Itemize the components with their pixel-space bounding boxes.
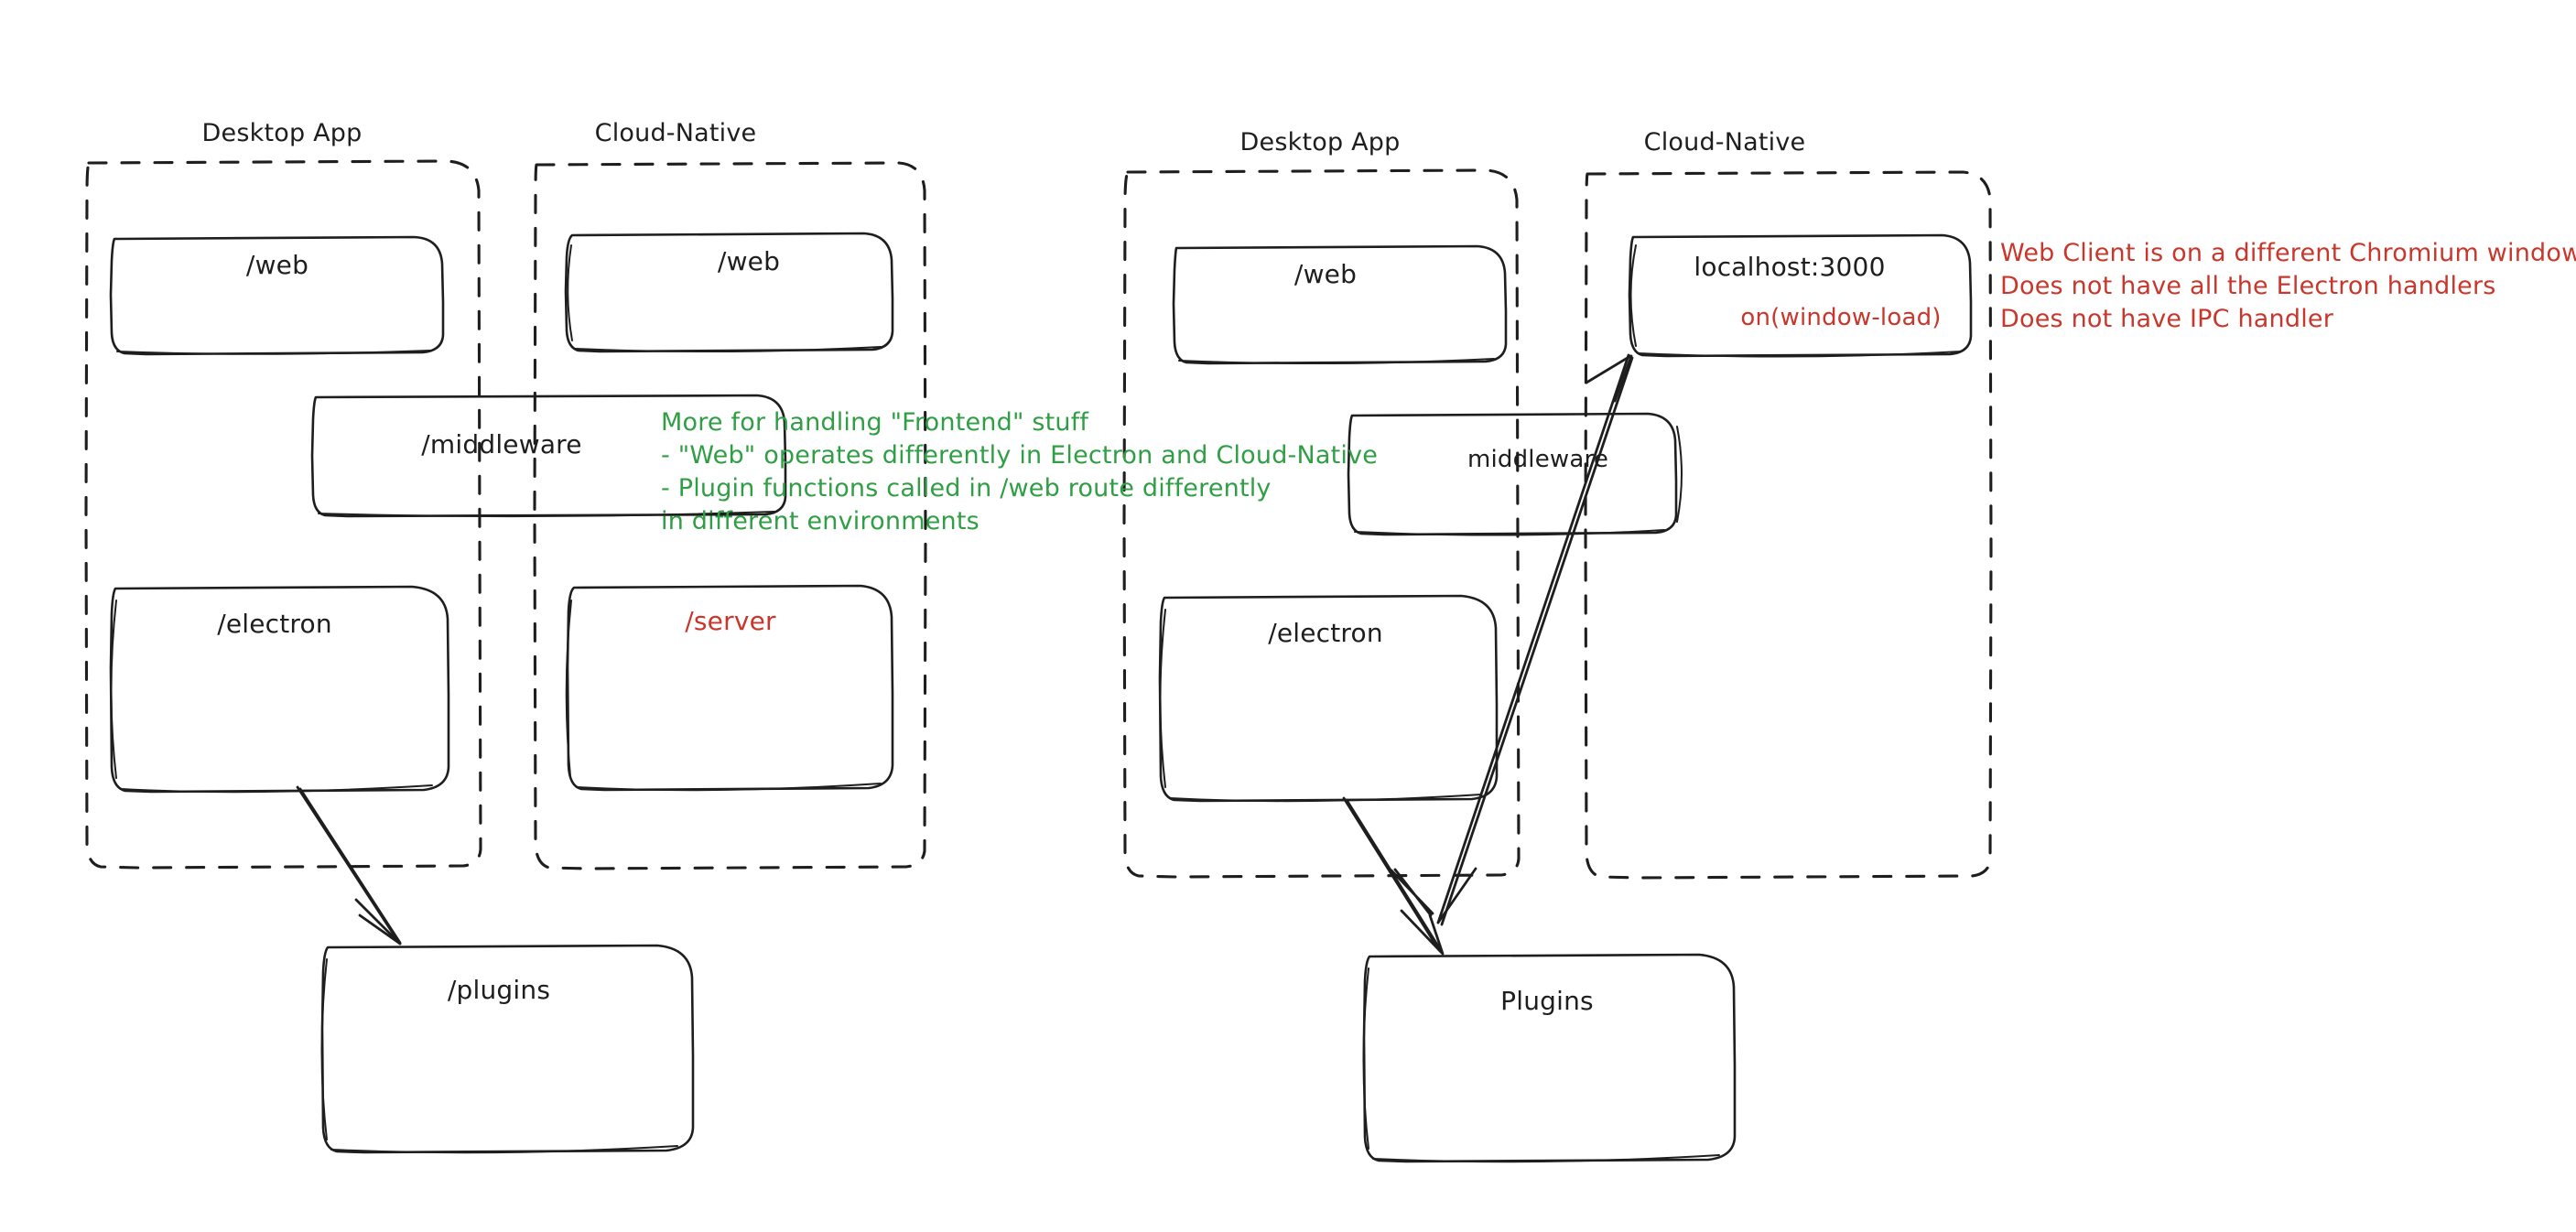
- left-group-label-cloud-native: Cloud-Native: [594, 119, 757, 147]
- left-desktop-app-container: [84, 159, 482, 870]
- left-cloud-native-container: [533, 161, 927, 870]
- right-arrow-tail: [1436, 867, 1477, 924]
- left-plugins-label: /plugins: [447, 975, 551, 1005]
- left-electron-label: /electron: [217, 609, 332, 639]
- left-group-label-desktop-app: Desktop App: [201, 119, 363, 147]
- right-plugins-label: Plugins: [1500, 986, 1594, 1016]
- left-web-desktop-box: [109, 235, 445, 356]
- right-on-window-load-label: on(window-load): [1740, 304, 1942, 331]
- left-server-box: [565, 584, 894, 792]
- right-localhost-label: localhost:3000: [1694, 252, 1886, 282]
- right-middleware-label: middleware: [1467, 446, 1609, 473]
- right-group-label-cloud-native: Cloud-Native: [1643, 128, 1806, 157]
- left-server-label: /server: [685, 606, 776, 636]
- right-group-label-desktop-app: Desktop App: [1239, 128, 1401, 157]
- right-electron-to-localhost-arrow: [1390, 353, 1634, 926]
- right-plugins-box: [1362, 953, 1737, 1163]
- right-localhost-box: [1628, 233, 1973, 358]
- left-electron-to-plugins-arrow: [296, 785, 402, 946]
- left-middleware-box: [310, 394, 787, 518]
- left-plugins-box: [320, 944, 695, 1154]
- left-electron-box: [109, 585, 450, 794]
- green-annotation-note: More for handling "Frontend" stuff - "We…: [661, 408, 1379, 535]
- left-middleware-label: /middleware: [421, 429, 582, 459]
- right-electron-to-plugins-arrow: [1342, 796, 1445, 956]
- right-middleware-box: [1347, 412, 1683, 536]
- left-web-desktop-label: /web: [245, 250, 309, 280]
- right-web-label: /web: [1293, 259, 1358, 289]
- right-electron-box: [1158, 594, 1499, 803]
- right-web-box: [1172, 244, 1508, 365]
- left-web-cloud-box: [564, 232, 894, 353]
- right-desktop-app-container: [1122, 168, 1521, 879]
- right-electron-label: /electron: [1268, 618, 1383, 648]
- left-web-cloud-label: /web: [717, 246, 781, 276]
- red-annotation-note: Web Client is on a different Chromium wi…: [2000, 239, 2576, 333]
- right-cloud-native-container: [1584, 170, 1993, 880]
